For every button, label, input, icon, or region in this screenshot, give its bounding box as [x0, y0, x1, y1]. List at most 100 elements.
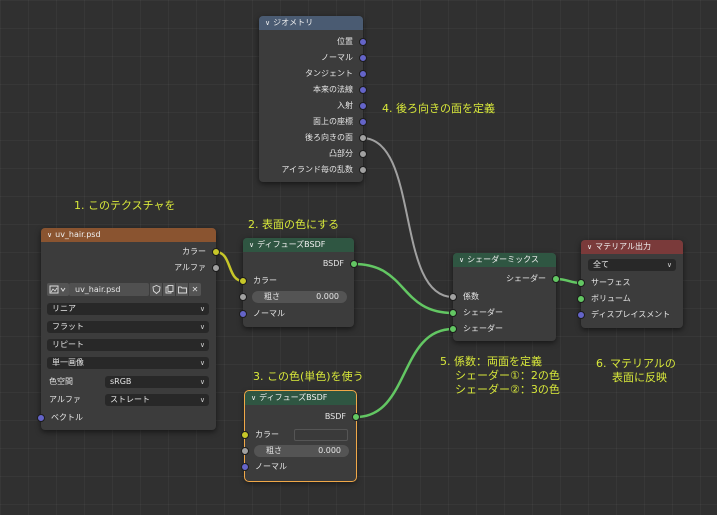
collapse-chevron-icon[interactable]: ∨ [251, 394, 257, 402]
fake-user-shield-icon[interactable] [149, 283, 162, 296]
socket-fac-in[interactable] [449, 293, 457, 301]
collapse-chevron-icon[interactable]: ∨ [47, 231, 53, 239]
socket-normal-out[interactable] [359, 54, 367, 62]
annotation-step5-line2: シェーダー①：2の色 [455, 369, 560, 382]
mix-input-fac: 係数 [463, 292, 479, 301]
annotation-step4: 4. 後ろ向きの面を定義 [382, 102, 495, 115]
unlink-image-close-icon[interactable]: ✕ [188, 283, 201, 296]
annotation-step2: 2. 表面の色にする [248, 218, 340, 231]
diffuse-bsdf-node-2[interactable]: ∨ディフューズBSDF BSDF カラー 粗さ 0.000 ノーマル [241, 390, 360, 482]
open-folder-icon[interactable] [175, 283, 188, 296]
texture-output-alpha: アルファ [174, 263, 206, 272]
diffuse2-roughness-field[interactable]: 粗さ 0.000 [254, 445, 349, 457]
diffuse2-header[interactable]: ∨ディフューズBSDF [245, 391, 356, 405]
socket-incoming-out[interactable] [359, 102, 367, 110]
geometry-node-header[interactable]: ∨ジオメトリ [259, 16, 363, 30]
geometry-node[interactable]: ∨ジオメトリ 位置 ノーマル タンジェント 本来の法線 入射 面上の座標 後ろ向… [259, 16, 367, 182]
chevron-down-icon: ∨ [199, 396, 205, 404]
socket-shader-out[interactable] [552, 275, 560, 283]
socket-color-out[interactable] [212, 248, 220, 256]
link-diffuse2-to-mix-shader2 [355, 327, 454, 419]
collapse-chevron-icon[interactable]: ∨ [249, 241, 255, 249]
material-output-title: マテリアル出力 [595, 242, 652, 251]
geometry-node-title: ジオメトリ [273, 18, 314, 27]
alpha-mode-value: ストレート [110, 395, 150, 404]
chevron-down-icon: ∨ [199, 359, 205, 367]
annotation-step6-line1: 6. マテリアルの [596, 357, 676, 370]
diffuse-bsdf-node-1[interactable]: ∨ディフューズBSDF BSDF カラー 粗さ 0.000 ノーマル [239, 238, 358, 327]
image-texture-node[interactable]: ∨uv_hair.psd カラー アルファ uv_hair.psd ✕ リニア∨… [37, 228, 220, 430]
output-target-value: 全て [593, 260, 609, 269]
alpha-mode-label: アルファ [49, 395, 81, 404]
extension-dropdown[interactable]: リピート∨ [47, 339, 209, 351]
link-texture-color-to-diffuse1-color [215, 250, 244, 283]
texture-input-vector: ベクトル [51, 413, 83, 422]
socket-random-per-island-out[interactable] [359, 166, 367, 174]
socket-normal-in[interactable] [241, 463, 249, 471]
socket-color-in[interactable] [241, 431, 249, 439]
image-name-field[interactable]: uv_hair.psd [69, 283, 149, 296]
socket-shader2-in[interactable] [449, 325, 457, 333]
socket-bsdf-out[interactable] [350, 260, 358, 268]
colorspace-dropdown[interactable]: sRGB∨ [105, 376, 209, 388]
image-browse-button[interactable] [47, 283, 69, 296]
socket-backfacing-out[interactable] [359, 134, 367, 142]
geometry-output-pointiness: 凸部分 [329, 149, 353, 158]
diffuse1-input-color: カラー [253, 276, 277, 285]
socket-shader1-in[interactable] [449, 309, 457, 317]
diffuse1-output-bsdf: BSDF [322, 259, 344, 268]
socket-volume-in[interactable] [577, 295, 585, 303]
socket-alpha-out[interactable] [212, 264, 220, 272]
link-diffuse1-to-mix-shader1 [353, 262, 454, 315]
material-output-node[interactable]: ∨マテリアル出力 全て∨ サーフェス ボリューム ディスプレイスメント [577, 240, 683, 328]
chevron-down-icon: ∨ [199, 378, 205, 386]
socket-normal-in[interactable] [239, 310, 247, 318]
alpha-mode-dropdown[interactable]: ストレート ∨ [105, 394, 209, 406]
mix-shader-node[interactable]: ∨シェーダーミックス シェーダー 係数 シェーダー シェーダー [449, 253, 560, 341]
socket-surface-in[interactable] [577, 279, 585, 287]
socket-pointiness-out[interactable] [359, 150, 367, 158]
mix-input-shader2: シェーダー [463, 324, 503, 333]
annotation-step3: 3. この色(単色)を使う [253, 370, 364, 383]
diffuse1-roughness-field[interactable]: 粗さ 0.000 [252, 291, 347, 303]
annotation-step1: 1. このテクスチャを [74, 199, 176, 212]
image-name-text: uv_hair.psd [75, 285, 121, 294]
projection-value: フラット [52, 322, 84, 331]
collapse-chevron-icon[interactable]: ∨ [459, 256, 465, 264]
diffuse2-input-normal: ノーマル [255, 462, 287, 471]
diffuse2-output-bsdf: BSDF [324, 412, 346, 421]
interpolation-value: リニア [52, 304, 76, 313]
socket-true-normal-out[interactable] [359, 86, 367, 94]
diffuse2-color-swatch[interactable] [294, 429, 348, 441]
socket-bsdf-out[interactable] [352, 413, 360, 421]
diffuse1-title: ディフューズBSDF [257, 240, 326, 249]
projection-dropdown[interactable]: フラット∨ [47, 321, 209, 333]
geometry-output-backfacing: 後ろ向きの面 [305, 133, 353, 142]
socket-roughness-in[interactable] [239, 293, 247, 301]
chevron-down-icon: ∨ [666, 261, 672, 269]
roughness-value: 0.000 [318, 446, 341, 455]
chevron-down-icon: ∨ [199, 341, 205, 349]
mix-shader-title: シェーダーミックス [467, 255, 539, 264]
collapse-chevron-icon[interactable]: ∨ [265, 19, 271, 27]
socket-position-out[interactable] [359, 38, 367, 46]
material-output-header[interactable]: ∨マテリアル出力 [581, 240, 683, 254]
collapse-chevron-icon[interactable]: ∨ [587, 243, 593, 251]
annotation-step5-line1: 5. 係数：両面を定義 [440, 355, 542, 368]
interpolation-dropdown[interactable]: リニア∨ [47, 303, 209, 315]
socket-roughness-in[interactable] [241, 447, 249, 455]
image-texture-node-header[interactable]: ∨uv_hair.psd [41, 228, 216, 242]
socket-parametric-out[interactable] [359, 118, 367, 126]
duplicate-image-icon[interactable] [162, 283, 175, 296]
diffuse1-header[interactable]: ∨ディフューズBSDF [243, 238, 354, 252]
image-texture-node-title: uv_hair.psd [55, 230, 101, 239]
socket-color-in[interactable] [239, 277, 247, 285]
socket-vector-in[interactable] [37, 414, 45, 422]
source-dropdown[interactable]: 単一画像∨ [47, 357, 209, 369]
socket-displacement-in[interactable] [577, 311, 585, 319]
socket-tangent-out[interactable] [359, 70, 367, 78]
geometry-output-tangent: タンジェント [305, 69, 353, 78]
diffuse2-input-color: カラー [255, 430, 279, 439]
mix-shader-header[interactable]: ∨シェーダーミックス [453, 253, 556, 267]
output-target-dropdown[interactable]: 全て ∨ [588, 259, 676, 271]
